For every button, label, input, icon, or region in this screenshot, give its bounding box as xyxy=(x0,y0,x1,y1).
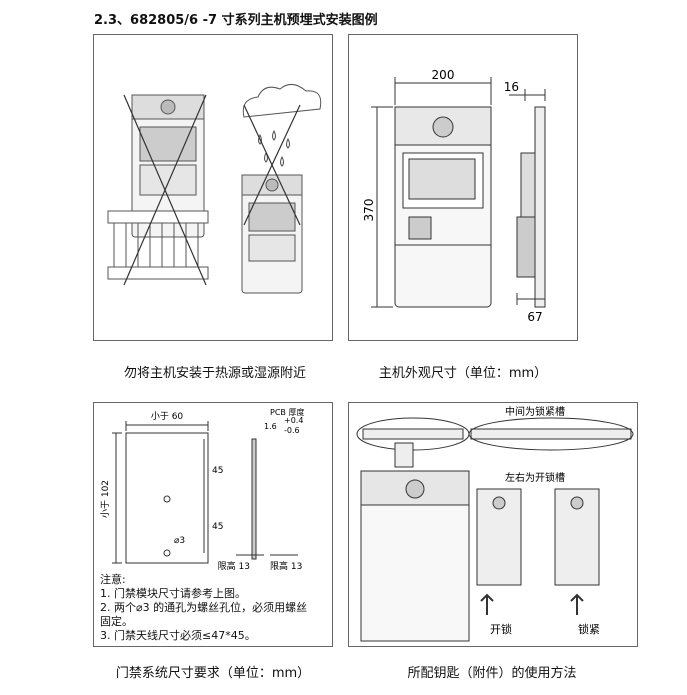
access-module-drawing: 小于 60 小于 102 45 45 ⌀3 PCB 厚度 1.6 +0.4 -0… xyxy=(100,407,304,572)
module-width-label: 小于 60 xyxy=(151,411,184,422)
dimensions-caption: 主机外观尺寸（单位：mm） xyxy=(378,366,548,381)
intercom-device-icon xyxy=(131,94,205,238)
heat-warning-illustration xyxy=(107,84,322,294)
dimension-drawing: 200 370 16 67 xyxy=(362,68,546,324)
pcb-label: PCB 厚度 xyxy=(270,407,304,417)
key-usage-panel: 中间为锁紧槽 左右为开锁槽 开锁 锁紧 xyxy=(348,402,638,647)
unlock-label: 开锁 xyxy=(490,622,512,636)
radiator-icon xyxy=(107,210,209,280)
height-label: 370 xyxy=(362,199,376,222)
pcb-tolerance-plus: +0.4 xyxy=(284,416,303,425)
side-slot-label: 左右为开锁槽 xyxy=(505,471,565,484)
note-line: 1. 门禁模块尺寸请参考上图。 xyxy=(100,587,246,600)
height-limit-left: 限高 13 xyxy=(218,560,250,572)
module-height-label: 小于 102 xyxy=(100,480,111,518)
pcb-value: 1.6 xyxy=(264,422,277,431)
lock-label: 锁紧 xyxy=(578,622,600,636)
spacing-top-label: 45 xyxy=(212,466,223,476)
note-line: 固定。 xyxy=(100,615,133,628)
cross-icon xyxy=(123,94,207,286)
cross-icon xyxy=(243,104,301,226)
middle-slot-label: 中间为锁紧槽 xyxy=(505,405,565,418)
notes-title: 注意: xyxy=(100,573,126,586)
heat-warning-caption: 勿将主机安装于热源或湿源附近 xyxy=(123,366,306,381)
note-line: 3. 门禁天线尺寸必须≤47*45。 xyxy=(100,629,256,642)
depth-label: 16 xyxy=(504,80,519,94)
spacing-bottom-label: 45 xyxy=(212,522,223,532)
note-line: 2. 两个⌀3 的通孔为螺丝孔位，必须用螺丝 xyxy=(100,601,308,614)
pcb-tolerance-minus: -0.6 xyxy=(284,426,300,435)
rain-cloud-icon xyxy=(242,84,322,167)
access-module-caption: 门禁系统尺寸要求（单位：mm） xyxy=(115,666,311,681)
section-title: 2.3、682805/6 -7 寸系列主机预埋式安装图例 xyxy=(94,13,378,28)
depth-bottom-label: 67 xyxy=(527,310,542,324)
key-usage-drawing: 中间为锁紧槽 左右为开锁槽 开锁 锁紧 xyxy=(356,405,634,642)
key-usage-caption: 所配钥匙（附件）的使用方法 xyxy=(407,666,577,681)
hole-label: ⌀3 xyxy=(174,536,185,546)
height-limit-right: 限高 13 xyxy=(270,560,302,572)
intercom-device-icon xyxy=(241,174,303,294)
heat-warning-panel xyxy=(93,34,333,341)
dimensions-panel: 200 370 16 67 xyxy=(348,34,578,341)
width-label: 200 xyxy=(432,68,455,82)
access-module-panel: 小于 60 小于 102 45 45 ⌀3 PCB 厚度 1.6 +0.4 -0… xyxy=(93,402,333,647)
notes-block: 注意: 1. 门禁模块尺寸请参考上图。 2. 两个⌀3 的通孔为螺丝孔位，必须用… xyxy=(100,573,326,643)
